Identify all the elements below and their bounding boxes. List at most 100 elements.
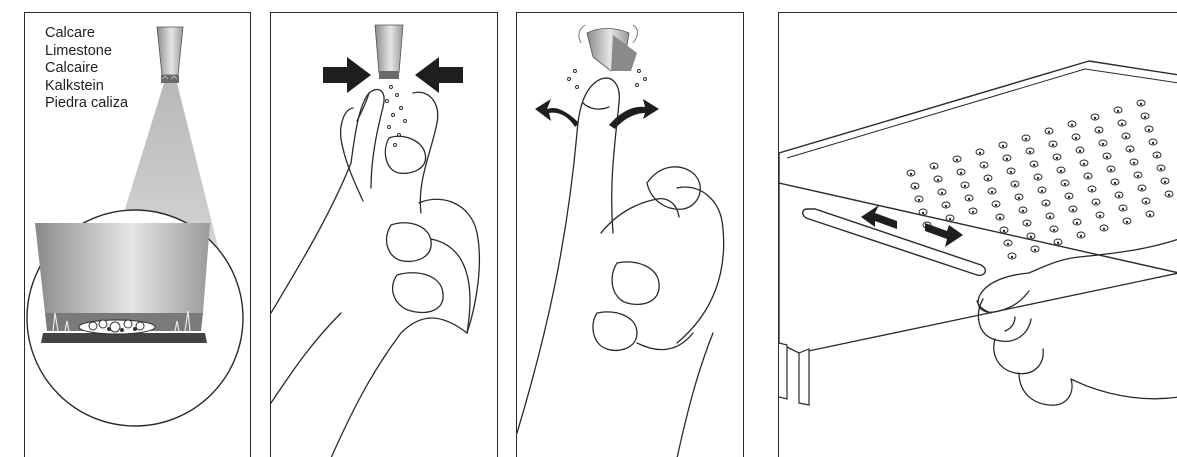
- shower-nozzle-hole: [1002, 145, 1004, 147]
- shower-nozzle-hole: [1025, 138, 1027, 140]
- shower-nozzle-hole: [1034, 249, 1036, 251]
- shower-nozzle-hole: [937, 179, 939, 181]
- shower-nozzle-hole: [1011, 256, 1013, 258]
- shower-nozzle-hole: [1080, 235, 1082, 237]
- shower-nozzle-hole: [1095, 202, 1097, 204]
- small-nozzle-icon: [157, 27, 183, 83]
- shower-nozzle-hole: [1079, 150, 1081, 152]
- shower-nozzle-hole: [1160, 168, 1162, 170]
- shower-nozzle-hole: [1010, 171, 1012, 173]
- shower-nozzle-hole: [972, 211, 974, 213]
- shower-nozzle-hole: [1121, 123, 1123, 125]
- panel-wipe: [778, 12, 1177, 457]
- shower-nozzle-hole: [1041, 190, 1043, 192]
- curved-arrow-left-icon: [535, 99, 579, 127]
- shower-nozzle-hole: [1117, 110, 1119, 112]
- shower-nozzle-hole: [1168, 194, 1170, 196]
- hand-icon: [517, 78, 724, 457]
- shower-nozzle-hole: [1014, 184, 1016, 186]
- shower-nozzle-hole: [1056, 157, 1058, 159]
- nozzle-icon: [375, 25, 403, 79]
- shower-nozzle-hole: [1133, 162, 1135, 164]
- shower-nozzle-hole: [949, 218, 951, 220]
- shower-nozzle-hole: [968, 198, 970, 200]
- shower-nozzle-hole: [1057, 242, 1059, 244]
- shower-nozzle-hole: [1052, 144, 1054, 146]
- shower-nozzle-hole: [1125, 136, 1127, 138]
- shower-nozzle-hole: [1094, 117, 1096, 119]
- panel-flex: [516, 12, 744, 457]
- shower-nozzle-hole: [1003, 230, 1005, 232]
- shower-nozzle-hole: [1091, 189, 1093, 191]
- shower-nozzle-hole: [1110, 169, 1112, 171]
- shower-nozzle-hole: [999, 217, 1001, 219]
- shower-nozzle-hole: [979, 152, 981, 154]
- shower-nozzle-hole: [1087, 176, 1089, 178]
- shower-nozzle-hole: [1022, 210, 1024, 212]
- shower-nozzle-hole: [1007, 243, 1009, 245]
- bent-nozzle-icon: [579, 25, 638, 71]
- limescale-illustration: [25, 13, 251, 457]
- shower-nozzle-hole: [960, 172, 962, 174]
- shower-nozzle-hole: [987, 178, 989, 180]
- shower-nozzle-hole: [941, 192, 943, 194]
- panel-squeeze: [270, 12, 498, 457]
- shower-nozzle-hole: [1049, 216, 1051, 218]
- panel-limescale: Calcare Limestone Calcaire Kalkstein Pie…: [24, 12, 251, 457]
- shower-nozzle-hole: [1075, 137, 1077, 139]
- shower-nozzle-hole: [1149, 214, 1151, 216]
- shower-nozzle-hole: [1140, 103, 1142, 105]
- shower-nozzle-hole: [1083, 163, 1085, 165]
- shower-nozzle-hole: [1148, 129, 1150, 131]
- shower-nozzle-hole: [956, 159, 958, 161]
- shower-nozzle-hole: [1137, 175, 1139, 177]
- shower-nozzle-hole: [1152, 142, 1154, 144]
- shower-nozzle-hole: [1064, 183, 1066, 185]
- shower-nozzle-hole: [1029, 151, 1031, 153]
- shower-nozzle-hole: [933, 166, 935, 168]
- shower-nozzle-hole: [991, 191, 993, 193]
- shower-nozzle-hole: [1053, 229, 1055, 231]
- water-drops-icon: [568, 70, 647, 89]
- shower-nozzle-hole: [1048, 131, 1050, 133]
- water-drops-icon: [386, 86, 407, 147]
- shower-nozzle-hole: [964, 185, 966, 187]
- shower-nozzle-hole: [1141, 188, 1143, 190]
- shower-nozzle-hole: [910, 173, 912, 175]
- shower-nozzle-hole: [1103, 228, 1105, 230]
- shower-nozzle-hole: [1156, 155, 1158, 157]
- shower-nozzle-hole: [1114, 182, 1116, 184]
- shower-nozzle-hole: [1164, 181, 1166, 183]
- shower-nozzle-hole: [922, 212, 924, 214]
- shower-nozzle-hole: [1129, 149, 1131, 151]
- shower-nozzle-hole: [1072, 209, 1074, 211]
- arrow-left-icon: [415, 57, 463, 93]
- shower-nozzle-hole: [1102, 143, 1104, 145]
- shower-nozzle-hole: [1060, 170, 1062, 172]
- shower-nozzle-hole: [1122, 208, 1124, 210]
- shower-nozzle-hole: [1144, 116, 1146, 118]
- shower-nozzle-hole: [1106, 156, 1108, 158]
- shower-nozzle-hole: [1126, 221, 1128, 223]
- limescale-deposit-icon: [79, 320, 155, 334]
- shower-nozzle-hole: [1071, 124, 1073, 126]
- flex-illustration: [517, 13, 744, 457]
- shower-nozzle-hole: [983, 165, 985, 167]
- shower-nozzle-hole: [1099, 215, 1101, 217]
- shower-nozzle-hole: [1030, 236, 1032, 238]
- shower-nozzle-hole: [1098, 130, 1100, 132]
- shower-nozzle-hole: [1026, 223, 1028, 225]
- shower-nozzle-hole: [914, 186, 916, 188]
- shower-nozzle-hole: [1068, 196, 1070, 198]
- hand-icon: [271, 89, 479, 457]
- shower-nozzle-hole: [1118, 195, 1120, 197]
- squeeze-illustration: [271, 13, 498, 457]
- arrow-right-icon: [925, 223, 963, 247]
- shower-nozzle-hole: [1037, 177, 1039, 179]
- shower-nozzle-hole: [1018, 197, 1020, 199]
- shower-nozzle-hole: [945, 205, 947, 207]
- shower-nozzle-hole: [1033, 164, 1035, 166]
- wipe-illustration: [779, 13, 1177, 457]
- shower-nozzle-hole: [1006, 158, 1008, 160]
- arrow-right-icon: [323, 57, 371, 93]
